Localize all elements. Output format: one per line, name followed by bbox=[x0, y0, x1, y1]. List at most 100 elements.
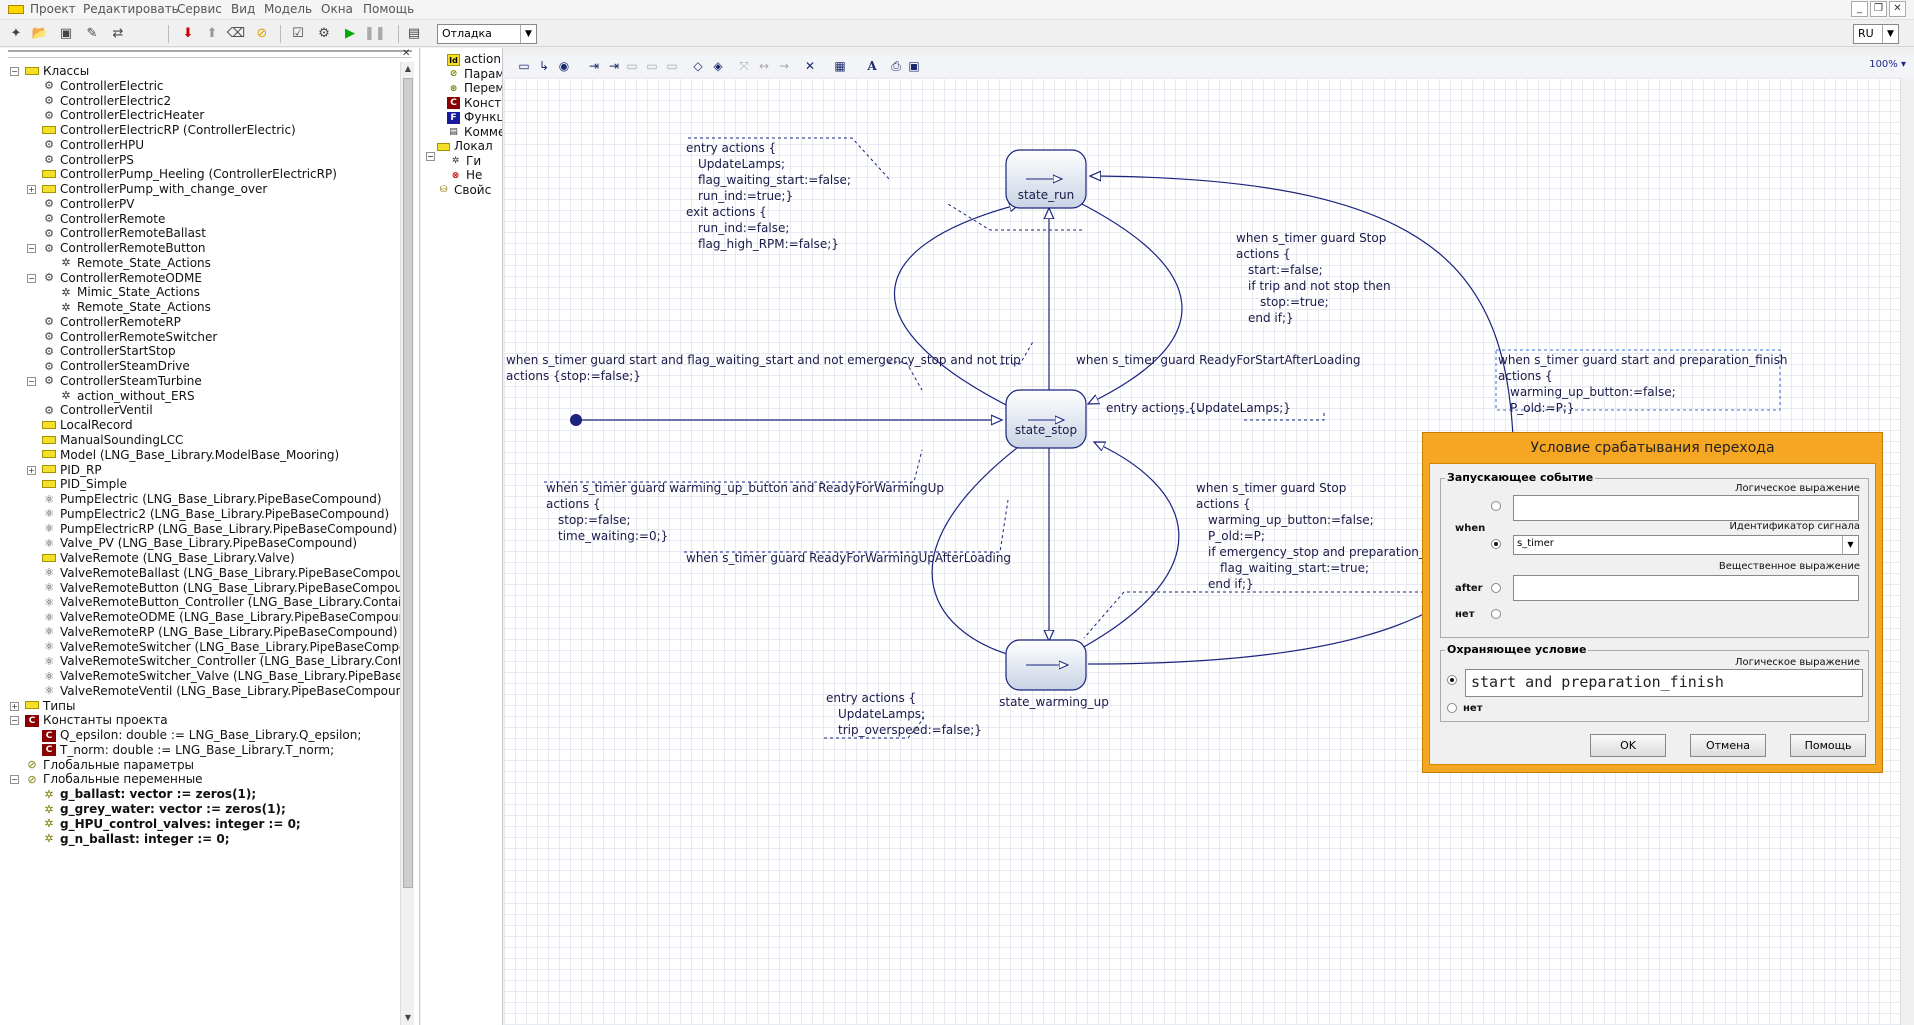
print-icon[interactable]: ⎙ bbox=[891, 59, 901, 73]
tree-item-node-49[interactable]: ✲g_grey_water: vector := zeros(1); bbox=[27, 800, 285, 818]
tree-item-node-14[interactable]: ✲Mimic_State_Actions bbox=[44, 283, 200, 301]
tree-item-node-24[interactable]: ManualSoundingLCC bbox=[27, 431, 183, 449]
warm-entry-note[interactable]: entry actions { UpdateLamps; trip_oversp… bbox=[826, 691, 982, 737]
tree-item-node-10[interactable]: ⚙ControllerRemoteBallast bbox=[27, 224, 206, 242]
canvas-scrollbar[interactable] bbox=[1900, 78, 1914, 1025]
when-logic-input[interactable] bbox=[1513, 495, 1859, 521]
tree-item-node-5[interactable]: ⚙ControllerPS bbox=[27, 151, 134, 169]
upload-icon[interactable]: ⬆ bbox=[206, 26, 218, 41]
state-warming-up[interactable]: state_warming_up bbox=[999, 639, 1109, 709]
state-tool-icon[interactable]: ▭ bbox=[626, 59, 638, 73]
collapse-icon[interactable]: − bbox=[27, 273, 36, 283]
tree-item-node-29[interactable]: ⚛PumpElectric2 (LNG_Base_Library.PipeBas… bbox=[27, 505, 389, 523]
tree-item-node-21[interactable]: ✲action_without_ERS bbox=[44, 387, 194, 405]
expand-icon[interactable]: + bbox=[10, 701, 19, 711]
tree-item-node-32[interactable]: ValveRemote (LNG_Base_Library.Valve) bbox=[27, 549, 295, 567]
menu-service[interactable]: Сервис bbox=[177, 2, 222, 16]
scroll-thumb[interactable] bbox=[403, 78, 413, 888]
scroll-down-icon[interactable]: ▼ bbox=[404, 1013, 412, 1022]
run-to-stop-note[interactable]: when s_timer guard Stop actions { start:… bbox=[1236, 231, 1391, 325]
scroll-up-icon[interactable]: ▲ bbox=[404, 64, 412, 73]
tree-item-classes[interactable]: −Классы bbox=[10, 62, 89, 80]
tree-item-node-50[interactable]: ✲g_HPU_control_valves: integer := 0; bbox=[27, 815, 300, 833]
tree-item-node-20[interactable]: −⚙ControllerSteamTurbine bbox=[27, 372, 202, 390]
tree-item-node-34[interactable]: ⚛ValveRemoteButton (LNG_Base_Library.Pip… bbox=[27, 579, 400, 597]
link-tool2-icon[interactable]: ↔ bbox=[758, 59, 770, 73]
tree-item-node-6[interactable]: ControllerPump_Heeling (ControllerElectr… bbox=[27, 165, 337, 183]
tree-item-node-19[interactable]: ⚙ControllerSteamDrive bbox=[27, 357, 190, 375]
member-item-1[interactable]: ⊘Парам bbox=[447, 65, 502, 83]
tree-item-node-27[interactable]: PID_Simple bbox=[27, 475, 127, 493]
signal-select[interactable]: s_timer ▼ bbox=[1513, 535, 1859, 555]
after-radio[interactable] bbox=[1491, 583, 1501, 593]
grid-icon[interactable]: ▦ bbox=[834, 59, 846, 73]
tree-item-node-28[interactable]: ⚛PumpElectric (LNG_Base_Library.PipeBase… bbox=[27, 490, 382, 508]
tree-item-node-41[interactable]: ⚛ValveRemoteVentil (LNG_Base_Library.Pip… bbox=[27, 682, 400, 700]
tree-item-node-15[interactable]: ✲Remote_State_Actions bbox=[44, 298, 211, 316]
arrow-tool-icon[interactable]: ⇥ bbox=[588, 59, 600, 73]
warm-to-stop-note[interactable]: when s_timer guard Stop actions { warmin… bbox=[1196, 481, 1432, 591]
tree-item-node-37[interactable]: ⚛ValveRemoteRP (LNG_Base_Library.PipeBas… bbox=[27, 623, 397, 641]
member-item-6[interactable]: Локал bbox=[437, 137, 493, 155]
build-icon[interactable]: ⚙ bbox=[318, 26, 330, 41]
save-icon[interactable]: ▣ bbox=[59, 26, 73, 41]
collapse-icon[interactable]: − bbox=[426, 152, 435, 161]
tree-item-node-48[interactable]: ✲g_ballast: vector := zeros(1); bbox=[27, 785, 256, 803]
tree-item-node-47[interactable]: −⊘Глобальные переменные bbox=[10, 770, 203, 788]
select-icon[interactable]: ▭ bbox=[518, 59, 530, 73]
delete-icon[interactable]: ✕ bbox=[804, 59, 816, 73]
member-item-8[interactable]: ⊗Не bbox=[449, 166, 483, 184]
stop-to-warm-note[interactable]: when s_timer guard warming_up_button and… bbox=[546, 481, 944, 543]
member-item-7[interactable]: ✲Ги bbox=[449, 152, 481, 170]
tree-item-node-51[interactable]: ✲g_n_ballast: integer := 0; bbox=[27, 830, 229, 848]
disabled-icon[interactable]: ⊘ bbox=[256, 26, 268, 41]
pause-icon[interactable]: ❚❚ bbox=[364, 26, 386, 41]
new-icon[interactable]: ✦ bbox=[10, 26, 22, 41]
arrow-tool2-icon[interactable]: ⇥ bbox=[608, 59, 620, 73]
tree-item-node-36[interactable]: ⚛ValveRemoteODME (LNG_Base_Library.PipeB… bbox=[27, 608, 400, 626]
zoom-level[interactable]: 100% ▾ bbox=[1869, 59, 1906, 70]
link-tool3-icon[interactable]: → bbox=[778, 59, 790, 73]
collapse-icon[interactable]: − bbox=[10, 67, 19, 76]
cancel-button[interactable]: Отмена bbox=[1690, 734, 1766, 757]
diamond-icon[interactable]: ◇ bbox=[693, 59, 703, 73]
language-select[interactable]: RU ▼ bbox=[1853, 24, 1899, 44]
tree-item-node-30[interactable]: ⚛PumpElectricRP (LNG_Base_Library.PipeBa… bbox=[27, 520, 397, 538]
minimize-icon[interactable]: _ bbox=[1851, 1, 1868, 17]
tree-item-node-31[interactable]: ⚛Valve_PV (LNG_Base_Library.PipeBaseComp… bbox=[27, 534, 357, 552]
tree-item-node-22[interactable]: ⚙ControllerVentil bbox=[27, 401, 153, 419]
guard-logic-radio[interactable] bbox=[1447, 675, 1457, 685]
collapse-icon[interactable]: − bbox=[10, 775, 19, 785]
guard-expression-input[interactable]: start and preparation_finish bbox=[1465, 669, 1863, 697]
check-icon[interactable]: ☑ bbox=[292, 26, 304, 41]
collapse-icon[interactable]: − bbox=[27, 244, 36, 254]
tree-item-node-11[interactable]: −⚙ControllerRemoteButton bbox=[27, 239, 206, 257]
tree-item-node-18[interactable]: ⚙ControllerStartStop bbox=[27, 342, 176, 360]
link-tool-icon[interactable]: ⤧ bbox=[739, 59, 749, 73]
tree-item-node-16[interactable]: ⚙ControllerRemoteRP bbox=[27, 313, 181, 331]
tree-item-node-2[interactable]: ⚙ControllerElectricHeater bbox=[27, 106, 204, 124]
tree-item-node-25[interactable]: Model (LNG_Base_Library.ModelBase_Moorin… bbox=[27, 446, 339, 464]
member-item-2[interactable]: ⊛Перем bbox=[447, 79, 502, 97]
text-tool-icon[interactable]: A bbox=[867, 59, 877, 73]
stop-entry-note[interactable]: entry actions {UpdateLamps;} bbox=[1106, 401, 1291, 415]
when-logic-radio[interactable] bbox=[1491, 501, 1501, 511]
menu-model[interactable]: Модель bbox=[264, 2, 313, 16]
run-icon[interactable]: ▶ bbox=[345, 26, 355, 41]
warm-after-loading-note[interactable]: when s_timer guard ReadyForWarmingUpAfte… bbox=[686, 551, 1011, 565]
tree-item-node-9[interactable]: ⚙ControllerRemote bbox=[27, 210, 165, 228]
menu-help[interactable]: Помощь bbox=[363, 2, 415, 16]
expand-icon[interactable]: + bbox=[27, 185, 36, 195]
ok-button[interactable]: OK bbox=[1590, 734, 1666, 757]
menu-edit[interactable]: Редактировать bbox=[83, 2, 179, 16]
state-run[interactable]: state_run bbox=[1005, 149, 1087, 209]
menu-view[interactable]: Вид bbox=[231, 2, 256, 16]
tree-item-node-39[interactable]: ⚛ValveRemoteSwitcher_Controller (LNG_Bas… bbox=[27, 652, 400, 670]
none-trigger-radio[interactable] bbox=[1491, 609, 1501, 619]
eraser-icon[interactable]: ⌫ bbox=[226, 26, 246, 41]
menu-project[interactable]: Проект bbox=[30, 2, 76, 16]
after-input[interactable] bbox=[1513, 575, 1859, 601]
tree-item-node-42[interactable]: +Типы bbox=[10, 697, 75, 715]
